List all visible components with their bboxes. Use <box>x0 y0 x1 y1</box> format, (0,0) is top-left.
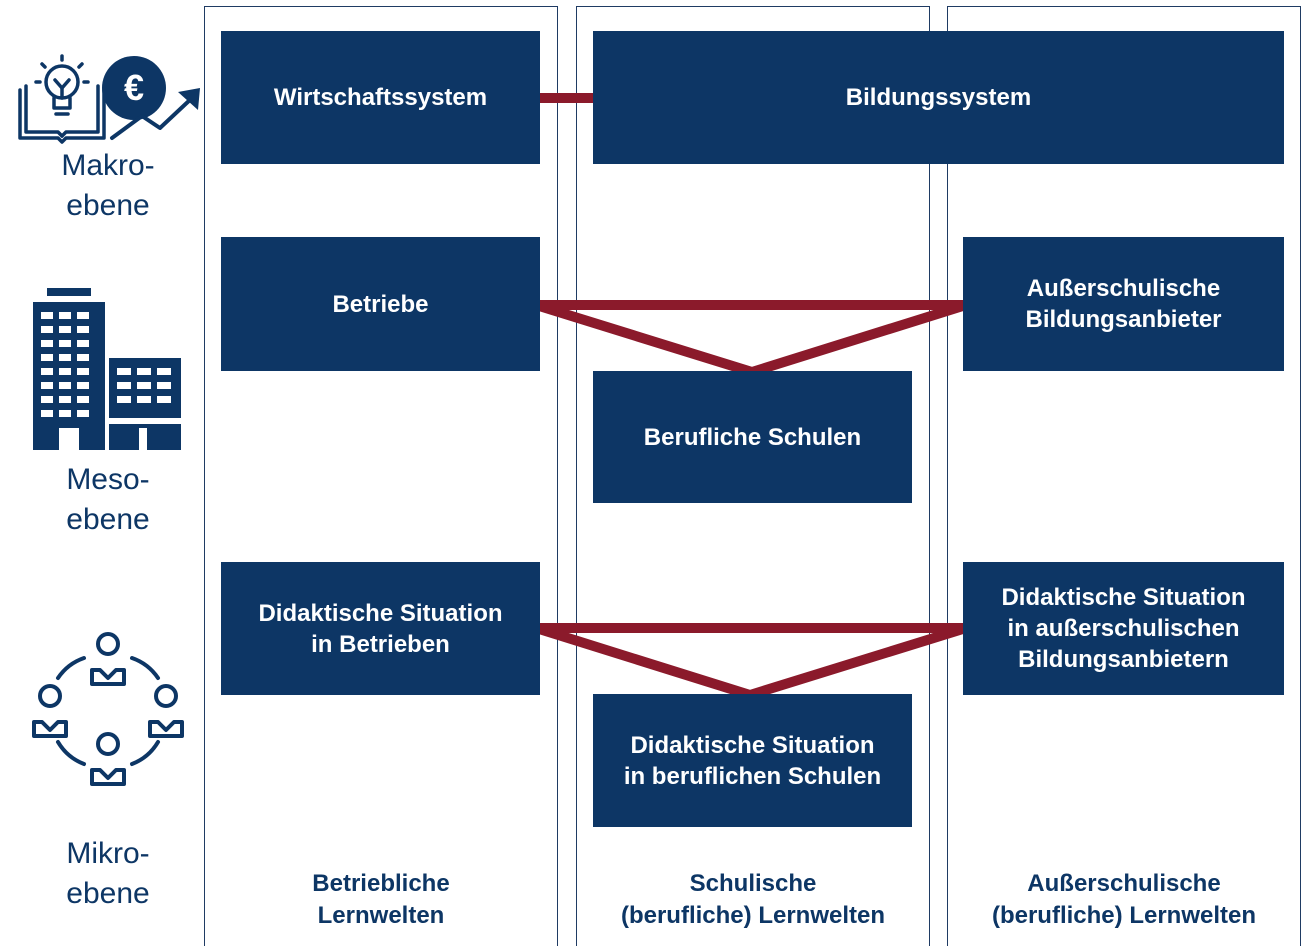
box-bildungssystem: Bildungssystem <box>593 31 1284 164</box>
column-label-betriebliche-lernwelten: Betriebliche Lernwelten <box>312 870 450 929</box>
column-betriebliche-frame <box>204 6 558 946</box>
economy-lightbulb-euro-icon: € <box>18 54 200 144</box>
level-label-meso: Meso- ebene <box>66 463 150 536</box>
level-label-makro: Makro- ebene <box>61 149 155 222</box>
box-ausserschulische-bildungsanbieter: Außerschulische Bildungsanbieter <box>963 237 1284 371</box>
column-label-schulische-lernwelten: Schulische (berufliche) Lernwelten <box>620 870 886 929</box>
connector-micro <box>534 623 971 700</box>
connector-meso <box>534 300 971 377</box>
box-didaktische-situation-schulen: Didaktische Situation in beruflichen Sch… <box>593 694 912 827</box>
box-didaktische-situation-ausserschulisch: Didaktische Situation in außerschulische… <box>963 562 1284 695</box>
people-circle-icon <box>32 632 184 786</box>
level-label-mikro: Mikro- ebene <box>66 837 150 910</box>
column-label-ausserschulische-lernwelten: Außerschulische (berufliche) Lernwelten <box>991 870 1257 929</box>
buildings-icon <box>33 288 181 450</box>
column-ausserschulische-frame <box>947 6 1301 946</box>
column-schulische-frame <box>576 6 930 946</box>
box-betriebe: Betriebe <box>221 237 540 371</box>
box-didaktische-situation-betrieben: Didaktische Situation in Betrieben <box>221 562 540 695</box>
svg-text:€: € <box>124 67 144 108</box>
box-berufliche-schulen: Berufliche Schulen <box>593 371 912 503</box>
box-wirtschaftssystem: Wirtschaftssystem <box>221 31 540 164</box>
